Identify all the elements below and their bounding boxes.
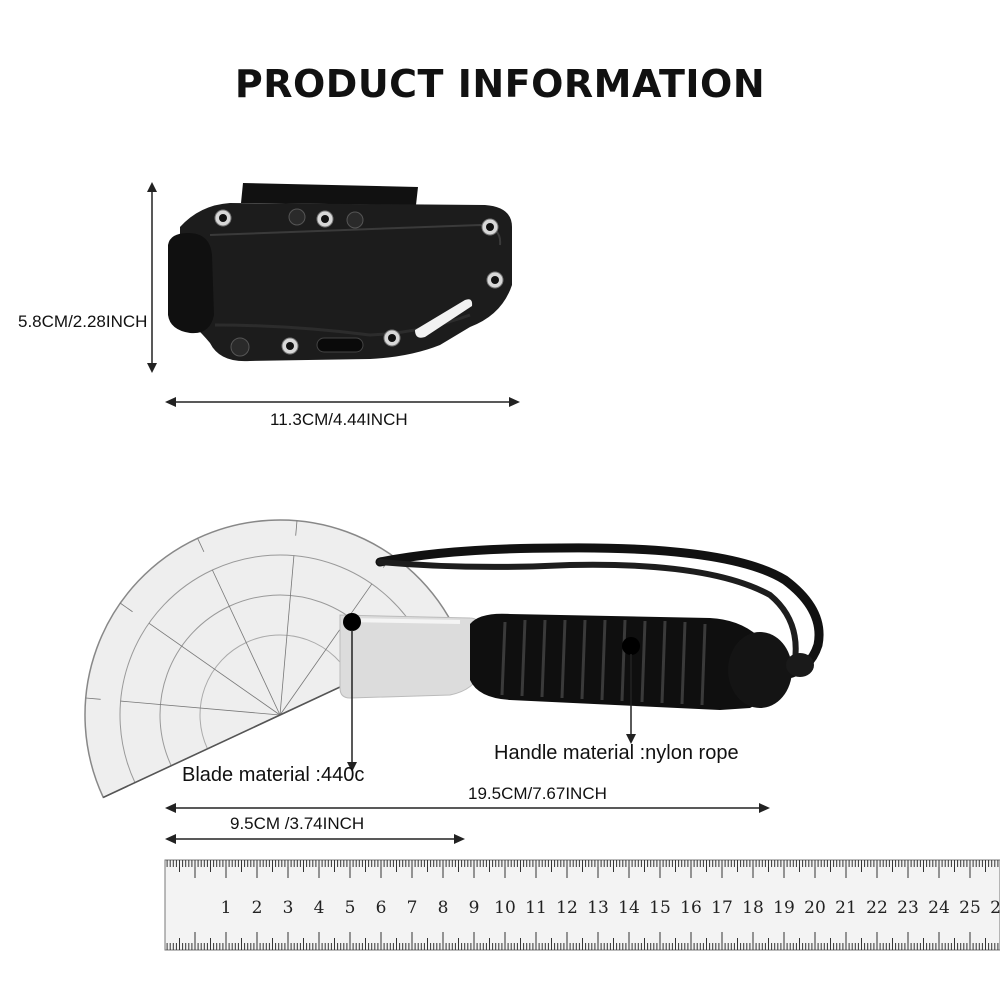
protractor-image	[84, 519, 458, 799]
ruler-number: 20	[804, 898, 826, 918]
blade-material-label: Blade material :440c	[182, 764, 365, 786]
ruler-number: 15	[649, 898, 671, 918]
ruler-number: 23	[897, 898, 919, 918]
sheath-image	[168, 183, 512, 362]
handle-material-label: Handle material :nylon rope	[494, 742, 739, 764]
ruler-number: 22	[866, 898, 888, 918]
ruler-number: 24	[928, 898, 950, 918]
ruler-number: 3	[283, 898, 294, 918]
ruler-number: 26	[990, 898, 1000, 918]
ruler-number: 10	[494, 898, 516, 918]
blade-material-marker	[343, 613, 361, 772]
ruler-number: 2	[252, 898, 263, 918]
total-length-arrow	[165, 803, 770, 813]
ruler-number: 18	[742, 898, 764, 918]
page-title: PRODUCT INFORMATION	[234, 62, 766, 106]
ruler-number: 12	[556, 898, 578, 918]
ruler-number: 16	[680, 898, 702, 918]
ruler-number: 11	[525, 898, 547, 918]
ruler-number: 17	[711, 898, 733, 918]
ruler-number: 13	[587, 898, 609, 918]
sheath-height-arrow	[147, 182, 157, 373]
sheath-width-label: 11.3CM/4.44INCH	[270, 410, 408, 429]
blade-length-arrow	[165, 834, 465, 844]
ruler-number: 19	[773, 898, 795, 918]
ruler-number: 9	[469, 898, 480, 918]
ruler-number: 1	[221, 898, 232, 918]
total-length-label: 19.5CM/7.67INCH	[468, 784, 607, 803]
ruler-number: 21	[835, 898, 857, 918]
ruler-number: 7	[407, 898, 418, 918]
ruler-number: 5	[345, 898, 356, 918]
ruler-number: 6	[376, 898, 387, 918]
sheath-width-arrow	[165, 397, 520, 407]
knife-image	[339, 543, 824, 710]
ruler-number: 4	[314, 898, 325, 918]
ruler-number: 25	[959, 898, 981, 918]
ruler-number: 14	[618, 898, 640, 918]
blade-length-label: 9.5CM /3.74INCH	[230, 814, 365, 833]
ruler-number: 8	[438, 898, 449, 918]
sheath-height-label: 5.8CM/2.28INCH	[18, 312, 148, 331]
handle-material-marker	[622, 637, 640, 744]
